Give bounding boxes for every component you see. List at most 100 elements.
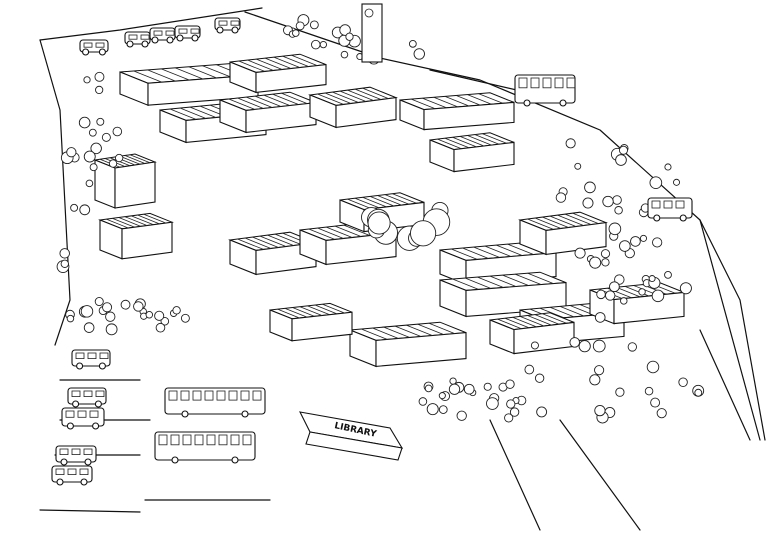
container-front bbox=[114, 161, 156, 209]
tree bbox=[534, 373, 545, 383]
window bbox=[206, 434, 216, 446]
window bbox=[165, 30, 175, 36]
roof-ridge bbox=[317, 93, 344, 105]
roof-ridge bbox=[462, 247, 489, 259]
wheel bbox=[66, 422, 74, 430]
container-front bbox=[423, 101, 515, 131]
roof-ridge bbox=[256, 58, 283, 70]
roof-ridge bbox=[464, 277, 492, 289]
roof-ridge bbox=[456, 95, 481, 106]
roof-ridge bbox=[377, 195, 402, 206]
roof-ridge bbox=[273, 56, 300, 68]
vehicles bbox=[51, 17, 693, 486]
container bbox=[518, 211, 608, 256]
tree bbox=[615, 154, 627, 166]
tree bbox=[589, 256, 602, 269]
roof-ridge bbox=[131, 215, 154, 226]
window bbox=[554, 77, 564, 89]
roof-ridge bbox=[282, 55, 309, 67]
tree bbox=[309, 20, 319, 30]
roof-ridge bbox=[247, 59, 274, 71]
tree bbox=[679, 282, 692, 295]
roof-ridge bbox=[334, 225, 362, 237]
tree bbox=[80, 305, 94, 318]
tree bbox=[486, 397, 499, 410]
tree bbox=[105, 323, 118, 336]
tree bbox=[596, 289, 606, 300]
tree bbox=[605, 290, 616, 301]
roof-ridge bbox=[124, 155, 146, 164]
tree bbox=[102, 302, 113, 313]
container bbox=[308, 86, 398, 129]
roof-ridge bbox=[527, 272, 554, 284]
window bbox=[194, 434, 204, 446]
roof-ridge bbox=[482, 133, 507, 144]
tree bbox=[594, 404, 606, 417]
roof-ridge bbox=[347, 198, 372, 210]
trees bbox=[56, 14, 705, 424]
roof-ridge bbox=[317, 227, 344, 239]
tree bbox=[652, 237, 663, 248]
roof-ridge bbox=[478, 93, 503, 104]
roof-ridge bbox=[129, 154, 151, 164]
tree bbox=[172, 306, 181, 315]
roof-ridge bbox=[264, 57, 292, 69]
tree bbox=[694, 388, 703, 397]
window bbox=[180, 390, 190, 401]
roof-ridge bbox=[433, 96, 458, 108]
tree bbox=[108, 159, 118, 168]
tree bbox=[672, 178, 681, 186]
container-front bbox=[291, 311, 353, 342]
tree bbox=[105, 311, 116, 322]
window bbox=[192, 390, 202, 401]
container bbox=[429, 132, 515, 173]
roof-ridge bbox=[411, 98, 436, 110]
roof-ridge bbox=[361, 328, 388, 340]
tree bbox=[438, 405, 448, 414]
roof-ridge bbox=[452, 278, 479, 290]
window bbox=[71, 390, 81, 397]
container-buildings bbox=[93, 53, 685, 368]
tree bbox=[90, 142, 102, 155]
tree bbox=[145, 311, 154, 319]
wheel bbox=[216, 26, 224, 34]
tree bbox=[651, 289, 665, 303]
roof-ridge bbox=[188, 66, 217, 79]
wheel bbox=[56, 478, 64, 486]
roof-ridge bbox=[284, 307, 308, 318]
roof-ridge bbox=[106, 218, 129, 229]
roof-ridge bbox=[527, 218, 554, 230]
car bbox=[79, 39, 109, 56]
window bbox=[566, 77, 576, 89]
roof-ridge bbox=[539, 307, 565, 319]
wheel bbox=[191, 34, 199, 42]
roof-ridge bbox=[307, 305, 330, 316]
wheel bbox=[166, 36, 174, 44]
window bbox=[170, 434, 180, 446]
window bbox=[542, 77, 552, 89]
window bbox=[140, 34, 150, 40]
container bbox=[269, 302, 353, 342]
roof-ridge bbox=[444, 96, 470, 107]
roof-ridge bbox=[244, 237, 272, 249]
tree bbox=[89, 163, 98, 172]
tree bbox=[456, 410, 467, 421]
window bbox=[99, 352, 109, 359]
roof-ridge bbox=[237, 97, 264, 109]
container-front bbox=[255, 63, 327, 94]
tree bbox=[449, 377, 457, 385]
tree bbox=[88, 128, 97, 137]
window bbox=[242, 434, 252, 446]
window bbox=[128, 34, 138, 40]
tree bbox=[504, 413, 514, 423]
tree bbox=[649, 176, 663, 189]
signage-tower bbox=[361, 3, 383, 63]
roof-ridge bbox=[252, 236, 279, 248]
tree bbox=[505, 379, 515, 389]
tree bbox=[95, 85, 104, 95]
tree bbox=[618, 145, 628, 155]
roof-ridge bbox=[559, 306, 585, 317]
tree bbox=[569, 337, 580, 348]
roof-ridge bbox=[444, 137, 470, 149]
tree bbox=[319, 40, 328, 49]
